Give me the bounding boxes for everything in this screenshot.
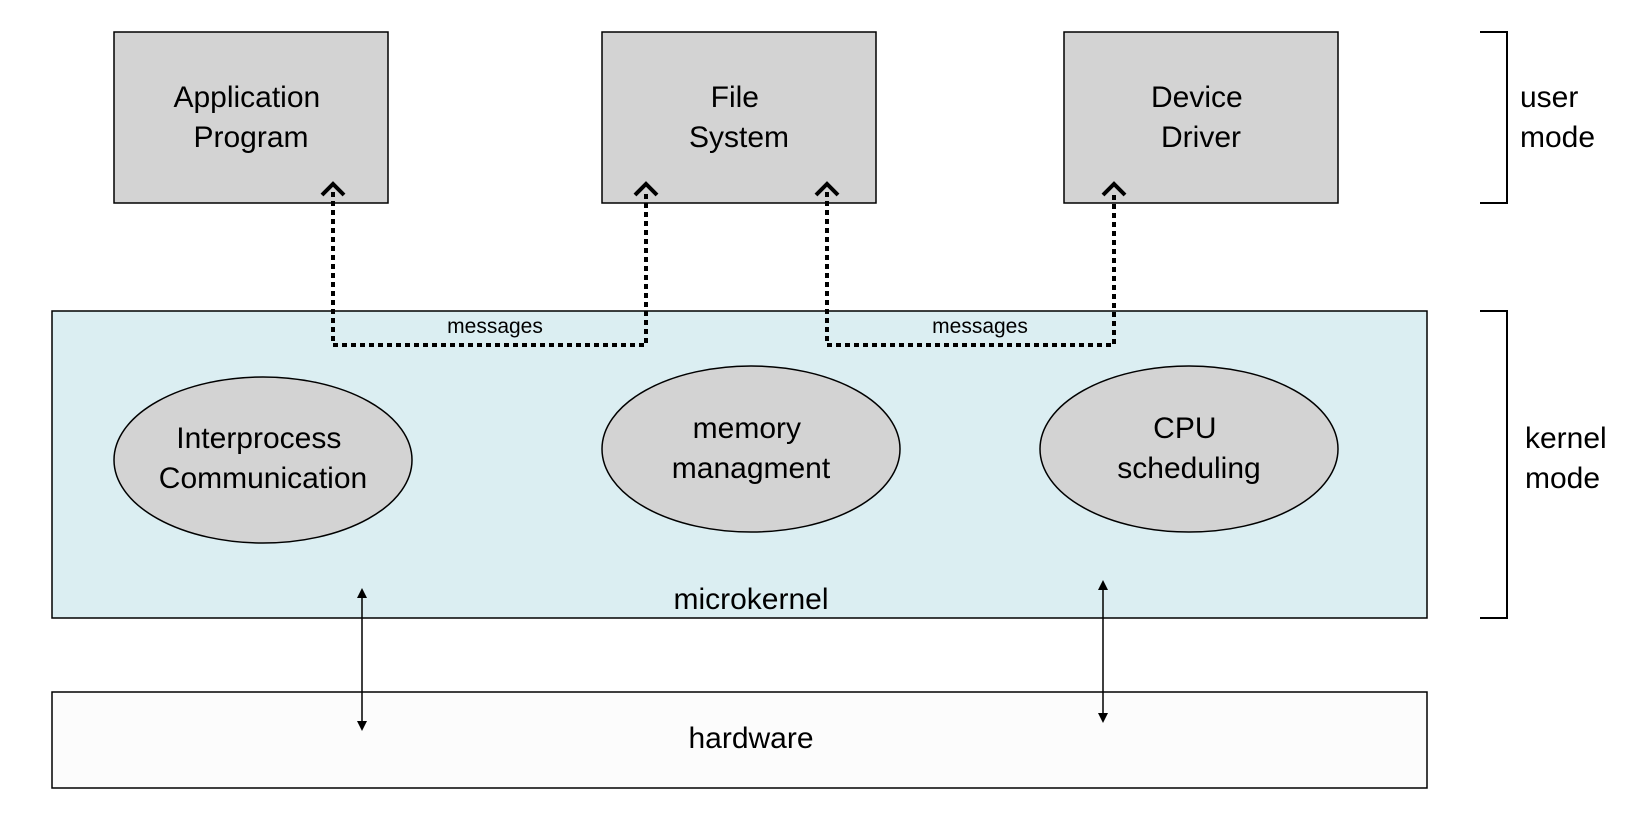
kernel-mode-label: kernel mode bbox=[1525, 422, 1615, 495]
kernel-mode-line1: kernel bbox=[1525, 422, 1607, 455]
device-driver-box bbox=[1063, 31, 1339, 204]
cpu-scheduling-ellipse bbox=[1039, 365, 1339, 533]
chevron-up-icon bbox=[814, 181, 840, 197]
chevron-up-icon bbox=[320, 181, 346, 197]
user-mode-bracket bbox=[1480, 31, 1508, 204]
device-driver-label: Device Driver bbox=[1151, 81, 1251, 154]
memory-management-label: memory managment bbox=[672, 412, 831, 485]
file-system-line2: System bbox=[689, 121, 789, 154]
file-system-label: File System bbox=[689, 81, 789, 154]
application-program-box bbox=[113, 31, 389, 204]
cpu-line1: CPU bbox=[1153, 412, 1216, 445]
ipc-label: Interprocess Communication bbox=[159, 422, 367, 495]
cpu-scheduling-label: CPU scheduling bbox=[1117, 412, 1260, 485]
file-system-line1: File bbox=[711, 81, 759, 114]
chevron-up-icon bbox=[633, 181, 659, 197]
application-program-label: Application Program bbox=[173, 81, 328, 154]
cpu-line2: scheduling bbox=[1117, 452, 1260, 485]
memory-line2: managment bbox=[672, 452, 831, 485]
kernel-mode-line2: mode bbox=[1525, 462, 1600, 495]
user-mode-line1: user bbox=[1520, 81, 1578, 114]
message-path-right bbox=[825, 192, 1116, 347]
messages-label-right: messages bbox=[932, 315, 1028, 338]
memory-management-ellipse bbox=[601, 365, 901, 533]
user-mode-line2: mode bbox=[1520, 121, 1595, 154]
user-mode-label: user mode bbox=[1520, 81, 1595, 154]
application-program-line2: Program bbox=[193, 121, 308, 154]
file-system-box bbox=[601, 31, 877, 204]
device-driver-line2: Driver bbox=[1161, 121, 1241, 154]
device-driver-line1: Device bbox=[1151, 81, 1243, 114]
kernel-mode-bracket bbox=[1480, 310, 1508, 619]
ipc-ellipse bbox=[113, 376, 413, 544]
application-program-line1: Application bbox=[173, 81, 320, 114]
ipc-line1: Interprocess bbox=[176, 422, 341, 455]
hardware-region bbox=[51, 691, 1428, 789]
hardware-label: hardware bbox=[688, 722, 813, 755]
messages-label-left: messages bbox=[447, 315, 543, 338]
message-path-left bbox=[331, 192, 648, 347]
memory-line1: memory bbox=[693, 412, 801, 445]
microkernel-label: microkernel bbox=[673, 583, 828, 616]
ipc-line2: Communication bbox=[159, 462, 367, 495]
chevron-up-icon bbox=[1101, 181, 1127, 197]
